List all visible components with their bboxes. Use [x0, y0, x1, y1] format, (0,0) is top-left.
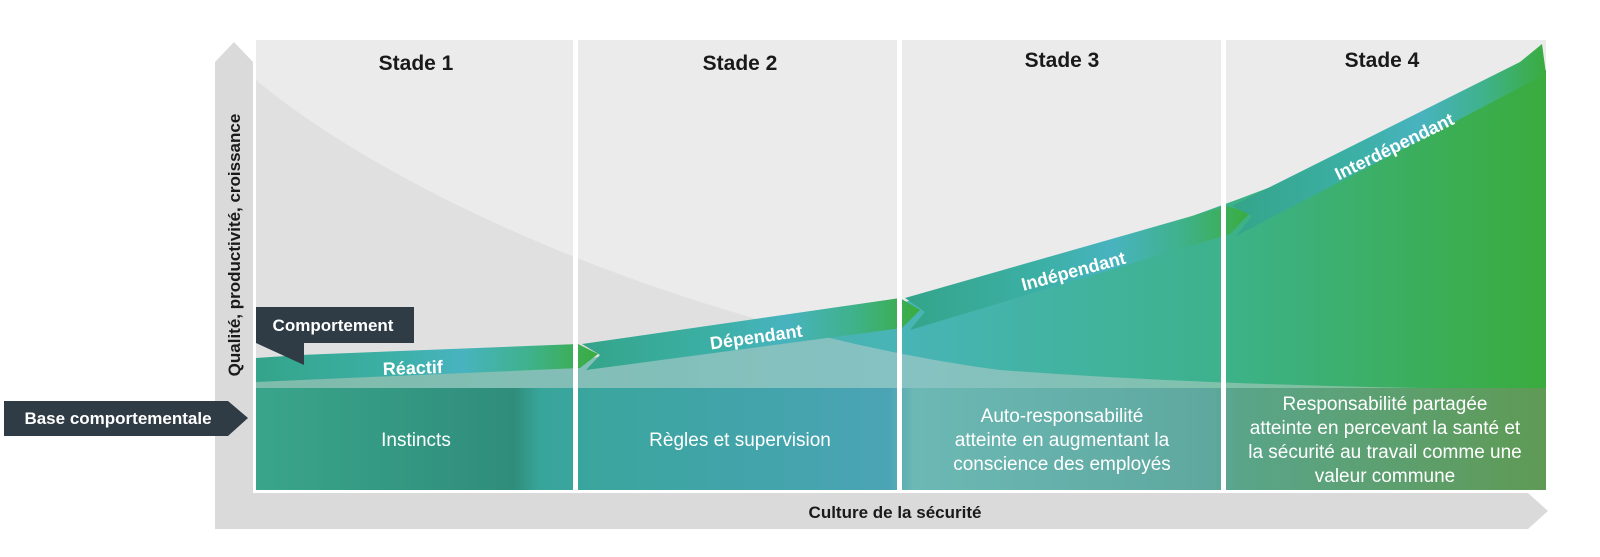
arrow-segment-reactif — [256, 344, 598, 382]
base-line: Instincts — [381, 430, 451, 451]
stage-divider-3 — [1221, 40, 1226, 490]
base-text-stage-4: Responsabilité partagée atteinte en perce… — [1248, 394, 1522, 487]
stage-divider-2 — [897, 40, 902, 490]
base-line: Règles et supervision — [649, 430, 831, 451]
base-line: atteinte en augmentant la — [955, 430, 1170, 451]
base-line: Auto-responsabilité — [981, 406, 1144, 427]
base-text-stage-3: Auto-responsabilité atteinte en augmentan… — [953, 406, 1171, 475]
base-line: Responsabilité partagée — [1283, 394, 1488, 415]
arrow-segment-independant — [905, 206, 1250, 330]
y-axis-label: Qualité, productivité, croissance — [225, 114, 244, 377]
x-axis-label: Culture de la sécurité — [809, 503, 982, 522]
x-axis-arrow — [215, 493, 1548, 529]
arrow-label-reactif: Réactif — [382, 357, 444, 379]
stage-2-title: Stade 2 — [703, 52, 778, 75]
behavior-tag-label: Comportement — [273, 316, 394, 335]
base-line: conscience des employés — [953, 454, 1171, 475]
base-line: atteinte en percevant la santé et — [1250, 418, 1521, 439]
behavior-tag — [256, 307, 414, 365]
base-tag-label: Base comportementale — [24, 409, 211, 428]
stage-4-title: Stade 4 — [1345, 49, 1420, 72]
base-line: la sécurité au travail comme une — [1248, 442, 1522, 463]
arrow-segment-dependant — [582, 298, 920, 370]
base-line: valeur commune — [1315, 466, 1455, 487]
arrow-segment-interdependant — [1232, 44, 1546, 236]
stage-divider-1 — [573, 40, 578, 490]
base-tag — [4, 401, 248, 436]
stage-3-title: Stade 3 — [1025, 49, 1100, 72]
base-text-stage-1: Instincts — [381, 430, 451, 451]
base-text-stage-2: Règles et supervision — [649, 430, 831, 451]
decline-curve-shade — [256, 80, 1421, 388]
stage-1-title: Stade 1 — [379, 52, 454, 75]
